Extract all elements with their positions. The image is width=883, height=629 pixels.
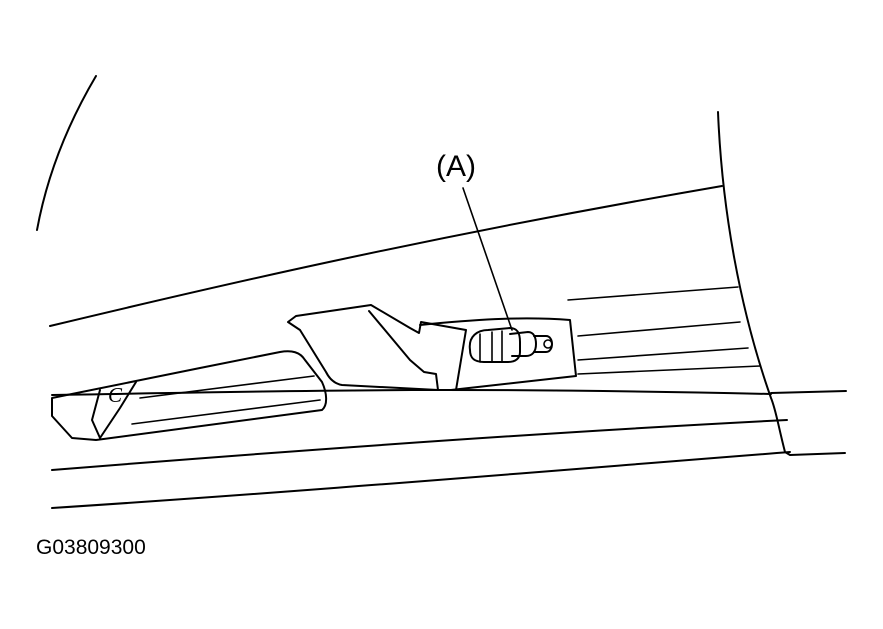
trunk-lid-top-edge [49, 185, 723, 327]
c-mark-bracket [91, 381, 137, 439]
bracket-rib-3 [577, 365, 761, 375]
garnish-bottom-line [51, 451, 791, 509]
garnish-lower-line [51, 419, 788, 471]
side-panel-edge [717, 111, 846, 456]
license-recess [51, 350, 328, 441]
centre-step [287, 304, 467, 391]
rear-window-edge [36, 75, 97, 231]
recess-inner-line-1 [139, 375, 315, 399]
recess-inner-line-2 [131, 399, 321, 425]
callout-leader-line [462, 187, 513, 331]
garnish-top-line [51, 389, 772, 396]
callout-label-a: (A) [436, 150, 476, 183]
bracket-rib-4 [567, 286, 739, 301]
trunk-switch [468, 327, 553, 363]
bracket-rib-1 [577, 321, 741, 337]
bracket-rib-2 [577, 347, 749, 361]
switch-bracket-plate [419, 317, 577, 391]
part-mark-c: C [108, 383, 123, 407]
panel-seam-right [770, 390, 847, 394]
figure-id: G03809300 [36, 536, 146, 559]
centre-step-diagonal [368, 310, 439, 391]
